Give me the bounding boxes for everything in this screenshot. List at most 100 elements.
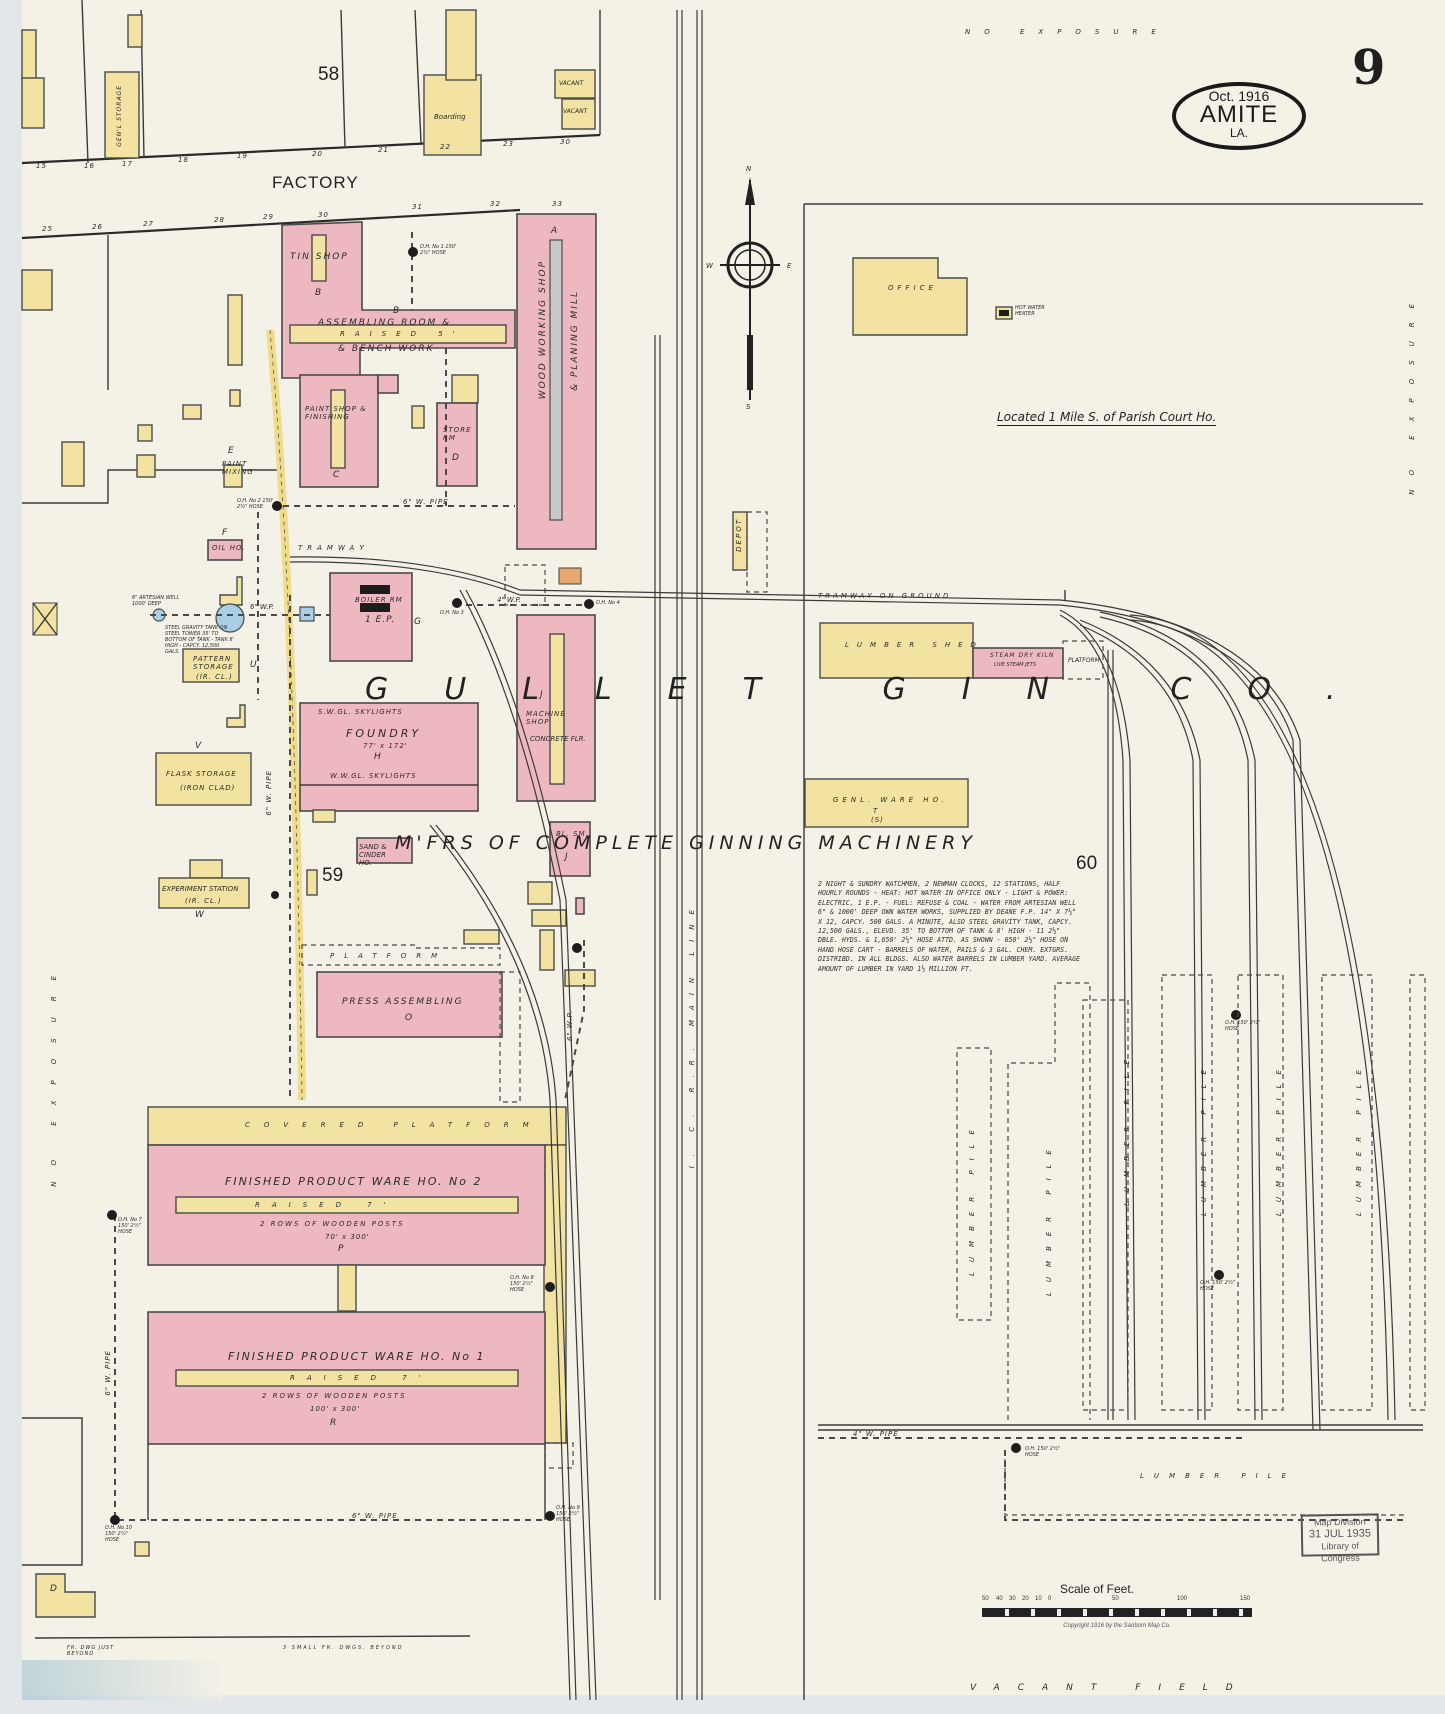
label-paint-shop: PAINT SHOP & FINISHING [305, 405, 367, 421]
label-covered-platform: COVERED PLATFORM [245, 1121, 543, 1129]
pipe-label: 6" W.P. [250, 603, 274, 611]
scale-tick: 100 [1177, 1596, 1188, 1602]
bldg-foundry [299, 702, 479, 812]
hydrant-label: O.H. No 10 150' 2½" HOSE [105, 1525, 133, 1543]
town-name: AMITE [1199, 101, 1279, 128]
code-paint-mixing: E [228, 446, 236, 456]
label-steam-kiln: STEAM DRY KILN [990, 652, 1055, 659]
bldg-north-1 [21, 29, 37, 81]
label-experiment-station: EXPERIMENT STATION [162, 885, 239, 893]
scale-tick: 50 [1112, 1596, 1119, 1602]
bldg-vacant-1 [554, 69, 596, 99]
code-flask-storage: V [195, 741, 204, 751]
edge-label-left: NO EXPOSURE [50, 960, 58, 1187]
hydrant-label: O.H. No 1 150' 2½" HOSE [420, 244, 457, 256]
code-bl-sm: J [565, 852, 570, 862]
block-59: 59 [322, 865, 344, 886]
label-depot: DEPOT [735, 518, 743, 552]
state-name: LA. [1229, 126, 1248, 140]
bldg-pattern-storage [182, 648, 240, 683]
label-press-assembling: PRESS ASSEMBLING [342, 997, 464, 1007]
sheet-number: 9 [1352, 40, 1386, 96]
lot-number: 28 [214, 216, 225, 224]
label-boiler-room: BOILER RM [355, 596, 403, 604]
label-platform: PLATFORM [330, 952, 448, 960]
label-warehouse-1-posts: 2 ROWS OF WOODEN POSTS [262, 1392, 407, 1400]
location-note: Located 1 Mile S. of Parish Court Ho. [997, 410, 1217, 426]
label-assembling-room: ASSEMBLING ROOM & [318, 318, 452, 328]
label-lumber-pile: LUMBER PILE [1275, 1060, 1283, 1216]
edge-label-top: NO EXPOSURE [965, 28, 1170, 36]
stamp-line-3: Library of Congress [1321, 1540, 1360, 1564]
compass-e: E [787, 262, 793, 270]
lot-number: 27 [143, 220, 154, 228]
label-sand-cinder: SAND & CINDER HO. [359, 843, 387, 867]
label-machine-shop: MACHINE SHOP [526, 710, 566, 726]
label-pattern-ironclad: (IR. CL.) [196, 673, 233, 681]
bldg-sand-cinder [356, 837, 413, 864]
label-bench-work: & BENCH WORK [338, 344, 435, 354]
bldg-flask-storage [155, 752, 252, 806]
label-genl-storage: GEN'L STORAGE [116, 85, 123, 147]
hydrant-label: O.H. 150' 2½" HOSE [1225, 1020, 1261, 1032]
scale-bar [982, 1608, 1252, 1617]
label-warehouse-1-raised: RAISED 7' [290, 1374, 433, 1382]
pipe-label: 6" W. PIPE [352, 1512, 398, 1520]
covered-platform [147, 1106, 567, 1146]
label-warehouse-2-size: 70' x 300' [325, 1233, 370, 1241]
label-engine-power: 1 E.P. [365, 615, 396, 625]
label-warehouse-1: FINISHED PRODUCT WARE HO. No 1 [228, 1350, 486, 1363]
bldg-press-assembling [316, 971, 503, 1038]
compass-n: N [746, 165, 753, 173]
stamp-line-2: 31 JUL 1935 [1308, 1527, 1372, 1541]
label-bl-sm: BL. SM. [556, 830, 589, 838]
bldg-experiment-station [158, 877, 250, 909]
label-warehouse-2-posts: 2 ROWS OF WOODEN POSTS [260, 1220, 405, 1228]
label-genl-ware-ho: GENL. WARE HO. [833, 796, 949, 804]
label-machine-concrete: CONCRETE FLR. [530, 735, 586, 743]
code-experiment-station: W [195, 910, 206, 920]
scale-tick: 50 [982, 1596, 989, 1602]
bldg-vacant-2 [561, 98, 596, 130]
lot-number: 25 [42, 225, 53, 233]
hydrant-label: O.H. No 8 150' 2½" HOSE [510, 1275, 534, 1293]
lot-number: 15 [36, 162, 47, 170]
note-gravity-tank: STEEL GRAVITY TANK ON STEEL TOWER 35' TO… [165, 625, 234, 655]
pipe-label: 6" W. PIPE [104, 1350, 112, 1396]
pipe-label: 6" W. PIPE [403, 498, 449, 506]
label-boarding: Boarding [434, 113, 466, 121]
edge-label-right: NO EXPOSURE [1408, 290, 1416, 495]
tramway-label-2: TRAMWAY [298, 544, 369, 552]
pipe-label: 6" W. PIPE [265, 770, 273, 816]
label-office: OFFICE [888, 284, 937, 292]
label-tin-shop: TIN SHOP [290, 252, 349, 262]
label-assembling-raised: RAISED 5' [340, 330, 465, 338]
main-line-label: I. C. R.R. MAIN LINE [688, 900, 696, 1169]
hydrant-label: O.H. No 3 [440, 610, 464, 616]
compass-rose [720, 177, 780, 400]
map-date: Oct. 1916 [1208, 88, 1270, 104]
lot-number: 17 [122, 160, 133, 168]
label-flask-storage: FLASK STORAGE [166, 770, 237, 778]
lot-number: 23 [503, 140, 514, 148]
label-experiment-ironclad: (IR. CL.) [185, 897, 222, 905]
label-genl-ware-sprinkled: (S) [871, 816, 884, 824]
label-store-rm: STORE RM [443, 426, 472, 442]
lot-number: 32 [490, 200, 501, 208]
hydrant-label: O.H. No 7 150' 2½" HOSE [118, 1217, 142, 1235]
code-pattern-storage: U [250, 660, 259, 670]
scale-tick: 20 [1022, 1596, 1029, 1602]
pipe-label: 6" W.P. [566, 1010, 574, 1041]
pipe-label: 4" W. PIPE [853, 1430, 899, 1438]
sheet-torn-edge [22, 1660, 222, 1700]
code-paint-shop: C [333, 470, 342, 480]
label-vacant-2: VACANT [563, 108, 588, 115]
lot-number: 21 [378, 146, 389, 154]
scale-of-feet: Scale of Feet. 50 40 30 20 10 0 50 100 1… [982, 1582, 1252, 1629]
label-wood-working: WOOD WORKING SHOP [538, 260, 548, 400]
block-60: 60 [1076, 853, 1098, 874]
bldg-genl-storage [104, 71, 140, 159]
title-cartouche: Oct. 1916 AMITE LA. [1172, 82, 1306, 150]
code-warehouse-2: P [338, 1244, 346, 1254]
